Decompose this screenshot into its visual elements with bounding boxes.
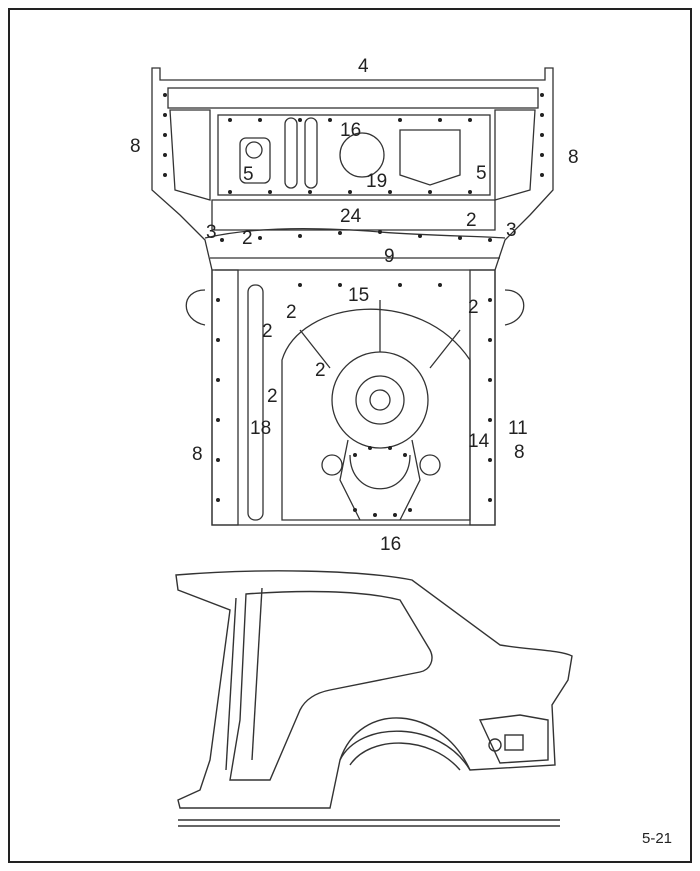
callout-label: 4 [358, 56, 369, 77]
callout-label: 8 [192, 444, 203, 465]
callout-label: 2 [315, 360, 326, 381]
quarter-panel-drawing [175, 570, 573, 827]
callout-label: 14 [468, 431, 490, 452]
callout-label: 9 [384, 246, 395, 267]
callout-label: 5 [243, 164, 254, 185]
callout-label: 3 [206, 222, 217, 243]
callout-label: 16 [340, 120, 361, 141]
callout-label: 24 [340, 206, 362, 227]
callout-label: 8 [130, 136, 141, 157]
callout-label: 18 [250, 418, 271, 439]
callout-label: 8 [514, 442, 525, 463]
callout-label: 3 [506, 220, 517, 241]
callout-label: 11 [508, 418, 528, 439]
callout-label: 2 [267, 386, 278, 407]
callout-label: 15 [348, 285, 369, 306]
callout-label: 2 [262, 321, 273, 342]
callout-label: 2 [468, 297, 479, 318]
page-number: 5-21 [642, 830, 672, 847]
callout-label: 5 [476, 163, 487, 184]
page-border [8, 8, 692, 863]
callout-label: 19 [366, 171, 387, 192]
weld-spots [163, 93, 544, 517]
callout-label: 8 [568, 147, 579, 168]
callout-label: 2 [286, 302, 297, 323]
callout-labels: 4 8 8 16 5 5 19 24 3 2 2 3 9 15 2 2 2 2 … [130, 56, 579, 555]
underbody-drawing [151, 67, 554, 526]
callout-label: 2 [242, 228, 253, 249]
callout-label: 2 [466, 210, 477, 231]
callout-label: 16 [380, 534, 401, 555]
